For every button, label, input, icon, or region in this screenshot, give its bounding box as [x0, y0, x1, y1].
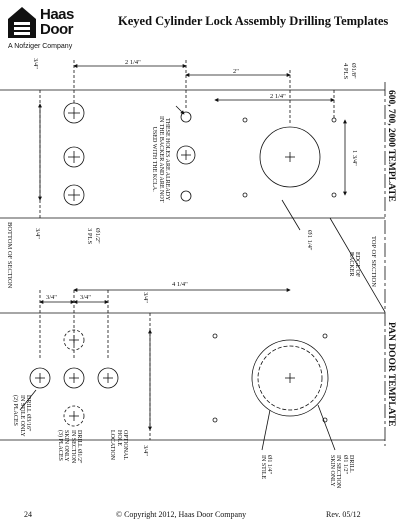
house-logo-icon	[8, 7, 36, 38]
dim-label: 3/4"	[80, 294, 91, 301]
dim-label: 3/4"	[142, 292, 149, 303]
dim-label: 3/4"	[142, 445, 149, 456]
brand-tagline: A Nofziger Company	[8, 43, 73, 50]
dim-label: 4 1/4"	[172, 281, 188, 288]
top-of-section-label: TOP OF SECTION	[370, 236, 377, 287]
dim-label: 3 PLS	[86, 228, 93, 245]
template-label-pan-door: PAN DOOR TEMPLATE	[386, 322, 396, 427]
page-number: 24	[24, 510, 32, 519]
dim-label: Ø1/8"	[350, 63, 357, 79]
brand-name-line2: Door	[40, 21, 74, 38]
dim-label: 2"	[233, 68, 239, 75]
dim-label: 4 PLS	[342, 63, 349, 80]
dim-label: Ø1/2"	[94, 228, 101, 244]
drill-1-1-2-note: DRILL Ø1 1/2" IN SECTION SKIN ONLY	[328, 455, 354, 489]
holes-note: THESE HOLES ARE ALREADY IN THE BACKER AN…	[151, 116, 170, 203]
edge-of-backer-label: EDGE OF BACKER	[347, 252, 360, 278]
optional-hole-note: OPTIONAL HOLE LOCATION	[109, 430, 128, 460]
dim-label: 2 1/4"	[270, 93, 286, 100]
company-logo: Haas Door A Nofziger Company	[6, 5, 86, 57]
edge-backer-leader	[329, 217, 386, 313]
dim-label: 3/4"	[32, 58, 39, 69]
drill-3-16-note: DRILL Ø3/16" IN STILE ONLY (2) PLACES	[12, 395, 31, 437]
brand-name-line1: Haas	[40, 6, 74, 23]
revision-text: Rev. 05/12	[326, 510, 361, 519]
bottom-of-section-label: BOTTOM OF SECTION	[6, 222, 13, 289]
dim-label: Ø1 1/4"	[306, 230, 313, 251]
copyright-text: © Copyright 2012, Haas Door Company	[116, 510, 247, 519]
drill-1-2-note: DRILL Ø1/2" IN SECTION SKIN ONLY (3) PLA…	[56, 430, 82, 464]
page-title: Keyed Cylinder Lock Assembly Drilling Te…	[118, 14, 389, 28]
dim-label: 1 3/4"	[351, 150, 358, 166]
dim-label: 3/4"	[34, 228, 41, 239]
template-label-600-700-2000: 600, 700, 2000 TEMPLATE	[386, 90, 396, 202]
stile-hole-note: Ø1 1/4" IN STILE	[259, 455, 272, 480]
dim-label: 2 1/4"	[125, 59, 141, 66]
dim-label: 3/4"	[46, 294, 57, 301]
